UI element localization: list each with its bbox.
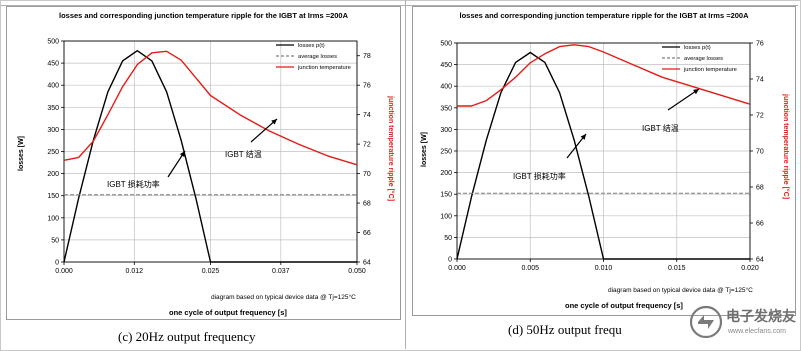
series-line-junction-temperature <box>457 44 751 107</box>
y2-tick-label: 66 <box>756 221 764 228</box>
watermark-emblem-icon <box>689 305 723 339</box>
annotation-label: IGBT 结温 <box>642 123 679 133</box>
x-tick-label: 0.012 <box>126 268 144 275</box>
x-tick-label: 0.037 <box>272 268 290 275</box>
x-tick-label: 0.005 <box>521 265 539 272</box>
top-rule <box>1 5 798 6</box>
annotation-arrowhead <box>179 151 185 157</box>
y-tick-label: 50 <box>444 235 452 242</box>
x-axis-title: one cycle of output frequency [s] <box>169 308 287 317</box>
y-tick-label: 150 <box>47 193 59 200</box>
x-tick-label: 0.000 <box>55 268 73 275</box>
y-tick-label: 450 <box>47 61 59 68</box>
x-tick-label: 0.015 <box>668 265 686 272</box>
x-tick-label: 0.020 <box>741 265 759 272</box>
watermark-logo: 电子发烧友 www.elecfans.com <box>688 302 800 346</box>
annotation-arrow-shaft <box>667 88 700 111</box>
x-axis-title: one cycle of output frequency [s] <box>565 301 683 310</box>
y2-tick-label: 68 <box>756 185 764 192</box>
y-tick-label: 500 <box>47 39 59 46</box>
legend-label: junction temperature <box>683 67 737 73</box>
y-tick-label: 50 <box>51 237 59 244</box>
legend-label: junction temperature <box>297 65 351 71</box>
annotation-arrowhead <box>580 134 586 140</box>
caption-c: (c) 20Hz output frequency <box>118 329 256 344</box>
y-tick-label: 400 <box>47 83 59 90</box>
y-tick-label: 0 <box>448 257 452 264</box>
chart-panel-d: losses and corresponding junction temper… <box>412 6 796 316</box>
y-tick-label: 350 <box>47 105 59 112</box>
y-tick-label: 100 <box>47 215 59 222</box>
y-axis-title: losses [W] <box>18 135 25 171</box>
chart-svg-d: 0 50 100 150 200 250 300 350 400 450 500 0.000 0.005… <box>440 41 764 273</box>
legend-label: losses p(t) <box>298 43 325 49</box>
y-tick-label: 100 <box>440 213 452 220</box>
y2-tick-label: 74 <box>756 77 764 84</box>
watermark-text: 电子发烧友 <box>726 308 796 324</box>
chart-svg-c: 0 50 100 150 200 250 300 350 400 450 500 0.000 0.012… <box>47 39 371 276</box>
x-tick-label: 0.050 <box>348 268 366 275</box>
series-line-junction-temperature <box>63 50 358 166</box>
y-tick-label: 0 <box>55 260 59 267</box>
y-tick-label: 400 <box>440 84 452 91</box>
y-tick-label: 200 <box>440 170 452 177</box>
chart-title: losses and corresponding junction temper… <box>58 11 349 20</box>
annotation-arrowhead <box>271 119 277 125</box>
y-tick-label: 350 <box>440 105 452 112</box>
y-axis-title: losses [W] <box>421 131 428 167</box>
y2-axis-title: junction temperature ripple [°C] <box>782 94 789 200</box>
annotation-label: IGBT 损耗功率 <box>107 179 160 189</box>
y2-tick-label: 74 <box>363 112 371 119</box>
y2-tick-label: 66 <box>363 230 371 237</box>
caption-d: (d) 50Hz output frequ <box>508 322 622 337</box>
y-tick-label: 300 <box>440 127 452 134</box>
y2-axis-title: junction temperature ripple [°C] <box>387 96 394 202</box>
y-tick-label: 300 <box>47 127 59 134</box>
y-tick-label: 250 <box>440 149 452 156</box>
legend-label: average losses <box>298 54 337 60</box>
chart-title: losses and corresponding junction temper… <box>459 11 749 20</box>
y2-tick-label: 76 <box>756 41 764 48</box>
x-tick-label: 0.000 <box>448 265 466 272</box>
annotation-arrow-shaft <box>250 118 278 143</box>
x-tick-label: 0.010 <box>595 265 613 272</box>
y-tick-label: 250 <box>47 149 59 156</box>
annotation-arrowhead <box>693 89 699 95</box>
annotation-label: IGBT 损耗功率 <box>513 171 566 181</box>
y2-tick-label: 64 <box>756 257 764 264</box>
y-tick-label: 200 <box>47 171 59 178</box>
y2-tick-label: 76 <box>363 83 371 90</box>
y2-tick-label: 70 <box>363 171 371 178</box>
y2-tick-label: 70 <box>756 149 764 156</box>
y2-tick-label: 64 <box>363 260 371 267</box>
column-divider <box>405 0 406 349</box>
y-tick-label: 150 <box>440 192 452 199</box>
y2-tick-label: 78 <box>363 53 371 60</box>
y2-tick-label: 72 <box>363 142 371 149</box>
annotation-label: IGBT 结温 <box>225 149 262 159</box>
y2-tick-label: 72 <box>756 113 764 120</box>
chart-panel-c: losses and corresponding junction temper… <box>6 6 401 320</box>
y2-tick-label: 68 <box>363 201 371 208</box>
y-tick-label: 450 <box>440 62 452 69</box>
chart-note: diagram based on typical device data @ T… <box>608 287 753 294</box>
series-line-losses-p-t <box>456 51 750 260</box>
legend-label: average losses <box>684 56 723 62</box>
watermark-url: www.elecfans.com <box>728 328 786 335</box>
x-tick-label: 0.025 <box>202 268 220 275</box>
series-line-losses-p-t <box>63 50 357 263</box>
y-tick-label: 500 <box>440 41 452 48</box>
legend-label: losses p(t) <box>684 45 711 51</box>
chart-note: diagram based on typical device data @ T… <box>211 294 356 301</box>
